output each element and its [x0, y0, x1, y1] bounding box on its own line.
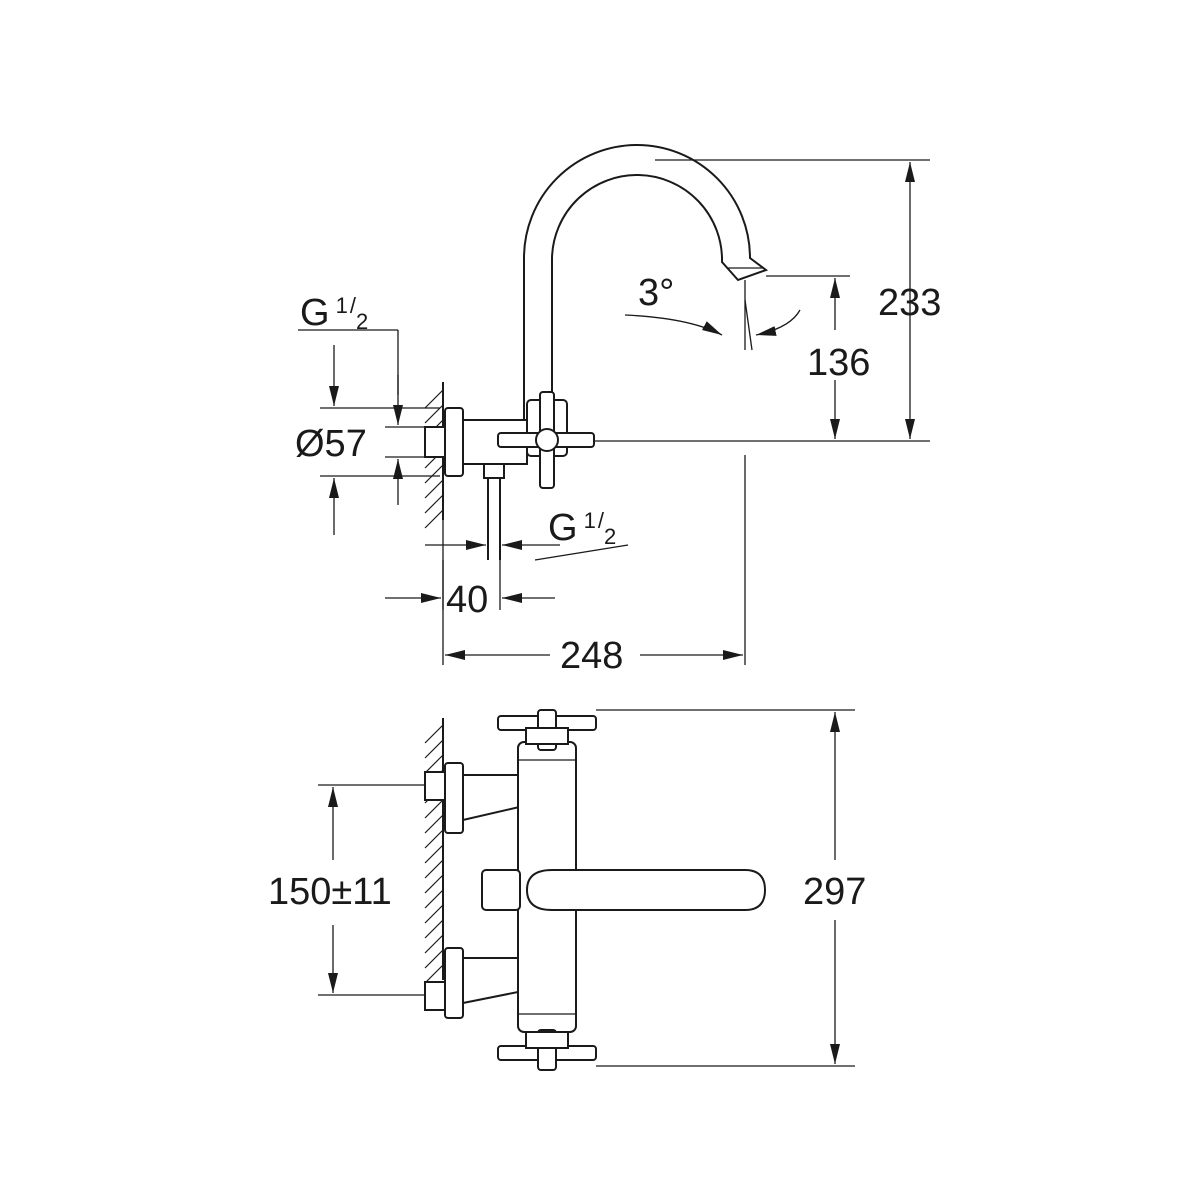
flange-diameter-label: Ø57 [295, 423, 367, 465]
wall-offset-label: 40 [446, 579, 488, 621]
inlet-spacing-label: 150±11 [268, 871, 392, 913]
faucet-side [424, 144, 769, 560]
projection-label: 248 [560, 635, 623, 677]
outlet-height-label: 136 [807, 342, 870, 384]
dimension-arrows-top [328, 712, 840, 1064]
extension-lines-top [318, 709, 855, 1067]
total-height-label: 233 [878, 282, 941, 324]
faucet-top [424, 709, 767, 1071]
total-length-label: 297 [803, 871, 866, 913]
spout-angle-label: 3° [638, 272, 674, 314]
extension-lines-side [298, 159, 930, 665]
top-view: 150±11 297 [268, 709, 866, 1071]
side-view: G1/2 Ø57 3° 136 233 G1/2 40 248 [295, 144, 941, 677]
wall-top [424, 718, 444, 984]
dimension-arrows-side [329, 162, 915, 660]
